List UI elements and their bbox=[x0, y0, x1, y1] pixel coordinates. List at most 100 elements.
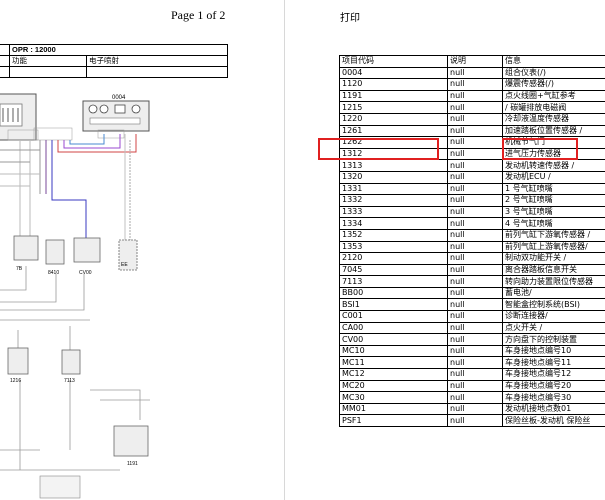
cell-description: null bbox=[447, 356, 503, 370]
cell-code: 1332 bbox=[339, 194, 448, 207]
cell-code: MC12 bbox=[339, 368, 448, 381]
highlight-box-info bbox=[502, 138, 578, 160]
cell-code: MM01 bbox=[339, 402, 448, 416]
column-header-description: 说明 bbox=[447, 55, 503, 68]
cell-description: null bbox=[447, 78, 503, 91]
svg-text:7113: 7113 bbox=[64, 378, 75, 384]
document-header-table: OPR : 12000 功能 电子喷射 bbox=[0, 44, 228, 78]
cell-code: BSI1 bbox=[339, 298, 448, 312]
svg-text:CV00: CV00 bbox=[79, 270, 92, 276]
gauge-icon bbox=[131, 104, 141, 114]
cell-description: null bbox=[447, 263, 503, 277]
cell-code: 1313 bbox=[339, 159, 448, 172]
cell-description: null bbox=[447, 240, 503, 254]
opr-code: OPR : 12000 bbox=[9, 44, 228, 56]
cell-description: null bbox=[447, 159, 503, 172]
cell-code: BB00 bbox=[339, 286, 448, 300]
cell-info: 蓄电池/ bbox=[502, 286, 605, 300]
cell-code: 1191 bbox=[339, 89, 448, 103]
svg-text:1191: 1191 bbox=[127, 461, 138, 467]
highlight-box-code bbox=[318, 138, 439, 160]
cell-info: / 碳罐排放电磁阀 bbox=[502, 101, 605, 114]
cell-code: 1220 bbox=[339, 112, 448, 126]
cell-description: null bbox=[447, 101, 503, 114]
cell-description: null bbox=[447, 66, 503, 80]
cell-info: 点火开关 / bbox=[502, 321, 605, 335]
cell-description: null bbox=[447, 368, 503, 381]
cell-info: 4 号气缸喷嘴 bbox=[502, 217, 605, 230]
cell-description: null bbox=[447, 252, 503, 265]
cell-code: 1215 bbox=[339, 101, 448, 114]
cell-info: 3 号气缸喷嘴 bbox=[502, 205, 605, 219]
cell-description: null bbox=[447, 205, 503, 219]
connector-block bbox=[61, 349, 81, 375]
print-title: 打印 bbox=[340, 13, 360, 24]
cell-code: MC10 bbox=[339, 344, 448, 358]
cell-description: null bbox=[447, 379, 503, 393]
cell-code: 0004 bbox=[339, 66, 448, 80]
cell-info: 智能盒控制系统(BSI) bbox=[502, 298, 605, 312]
cell-info: 转向助力装置限位传感器 bbox=[502, 275, 605, 288]
cell-description: null bbox=[447, 89, 503, 103]
cell-code: 1320 bbox=[339, 170, 448, 184]
function-label: 功能 bbox=[9, 55, 87, 67]
cell-info: 车身接地点编号20 bbox=[502, 379, 605, 393]
cell-code: C001 bbox=[339, 310, 448, 323]
cell-info: 点火线圈+气缸参考 bbox=[502, 89, 605, 103]
cell-description: null bbox=[447, 112, 503, 126]
cell-info: 2 号气缸喷嘴 bbox=[502, 194, 605, 207]
cell-info: 离合器踏板信息开关 bbox=[502, 263, 605, 277]
cell-info: 1 号气缸喷嘴 bbox=[502, 182, 605, 196]
svg-text:8410: 8410 bbox=[48, 270, 59, 276]
cell-description: null bbox=[447, 298, 503, 312]
connector-block bbox=[73, 237, 101, 263]
cell-description: null bbox=[447, 182, 503, 196]
cell-code: MC20 bbox=[339, 379, 448, 393]
cell-description: null bbox=[447, 321, 503, 335]
cell-code: MC30 bbox=[339, 391, 448, 404]
cell-description: null bbox=[447, 136, 503, 149]
cell-description: null bbox=[447, 194, 503, 207]
column-header-code: 项目代码 bbox=[339, 55, 448, 68]
cell-code: 1334 bbox=[339, 217, 448, 230]
page-indicator: Page 1 of 2 bbox=[171, 8, 226, 22]
cell-description: null bbox=[447, 124, 503, 138]
connector-block bbox=[13, 235, 39, 261]
connector-block bbox=[118, 239, 138, 271]
cell-code: CV00 bbox=[339, 333, 448, 346]
column-header-info: 信息 bbox=[502, 55, 605, 68]
cell-info: 前列气缸下游氧传感器 / bbox=[502, 228, 605, 242]
cell-info: 发动机ECU / bbox=[502, 170, 605, 184]
cell-code: 1353 bbox=[339, 240, 448, 254]
cell-info: 加速踏板位置传感器 / bbox=[502, 124, 605, 138]
cell-code: 1333 bbox=[339, 205, 448, 219]
cell-description: null bbox=[447, 333, 503, 346]
cell-description: null bbox=[447, 217, 503, 230]
cell-info: 制动双功能开关 / bbox=[502, 252, 605, 265]
cell-info: 车身接地点编号11 bbox=[502, 356, 605, 370]
